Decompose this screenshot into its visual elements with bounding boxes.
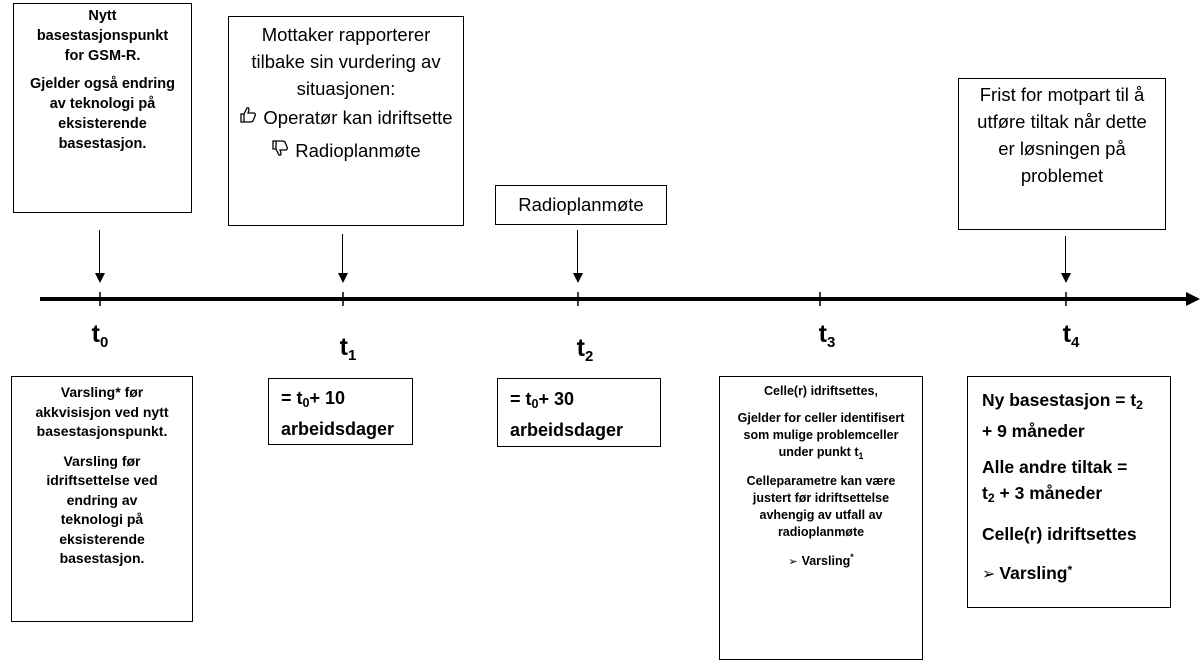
bottom-box-t4-p1: Ny basestasjon = t2 + 9 måneder — [982, 387, 1156, 444]
label-t0-main: t — [91, 320, 100, 348]
t4-p1b: + 9 måneder — [982, 421, 1085, 441]
top-box-t2-line1: Radioplanmøte — [518, 194, 644, 215]
bottom-box-t2: = t0+ 30 arbeidsdager — [497, 378, 661, 447]
t4-p2-sub: 2 — [987, 491, 995, 505]
t4-p2b: t — [982, 483, 988, 503]
arrowhead-t1 — [338, 273, 348, 283]
label-t2-sub: 2 — [584, 348, 594, 365]
t1-suffix: + 10 — [309, 388, 346, 408]
bottom-box-t4-p2: Alle andre tiltak = t2 + 3 måneder — [982, 454, 1156, 511]
t2-prefix: = t — [510, 389, 532, 409]
label-t3-main: t — [818, 320, 827, 348]
bottom-box-t2-line2: arbeidsdager — [510, 420, 624, 440]
arrowhead-t2 — [573, 273, 583, 283]
t2-sub: 0 — [531, 397, 539, 411]
top-box-t1-line1: Mottaker rapporterer tilbake sin vurderi… — [251, 24, 441, 99]
option-up-label: Operatør kan idriftsette — [263, 107, 453, 128]
top-box-t1-option-up: Operatør kan idriftsette — [235, 104, 457, 133]
arrow-bullet-icon: ➢ — [982, 566, 996, 583]
label-t1-main: t — [339, 333, 348, 361]
label-t2: t2 — [555, 334, 615, 365]
t4-p4-text: Varsling — [999, 563, 1068, 583]
t3-p4-sup: * — [850, 552, 854, 562]
bottom-box-t3: Celle(r) idriftsettes, Gjelder for celle… — [719, 376, 923, 660]
top-box-t0: Nytt basestasjonspunkt for GSM-R. Gjelde… — [13, 3, 192, 213]
top-box-t1-option-down: Radioplanmøte — [235, 137, 457, 166]
bottom-box-t3-p3: Celleparametre kan være justert før idri… — [746, 474, 896, 539]
t1-prefix: = t — [281, 388, 303, 408]
t4-p2a: Alle andre tiltak = — [982, 457, 1128, 477]
top-box-t4-line1: Frist for motpart til å utføre tiltak nå… — [977, 84, 1147, 186]
top-box-t1: Mottaker rapporterer tilbake sin vurderi… — [228, 16, 464, 226]
option-down-label: Radioplanmøte — [295, 140, 421, 161]
label-t0: t0 — [70, 320, 130, 351]
label-t3: t3 — [797, 320, 857, 351]
timeline-arrowhead — [1186, 292, 1200, 306]
bottom-box-t3-p1: Celle(r) idriftsettes, — [764, 384, 878, 398]
t4-p2c: + 3 måneder — [994, 483, 1103, 503]
bottom-box-t1: = t0+ 10 arbeidsdager — [268, 378, 413, 445]
arrow-t0 — [99, 230, 100, 274]
t1-sub: 0 — [302, 396, 310, 410]
top-box-t0-line1: Nytt basestasjonspunkt for GSM-R. — [36, 8, 169, 64]
arrow-bullet-icon: ➢ — [788, 556, 798, 568]
label-t0-sub: 0 — [99, 334, 109, 351]
bottom-box-t0-p2: Varsling før idriftsettelse ved endring … — [46, 452, 158, 567]
arrow-t4 — [1065, 236, 1066, 274]
bottom-box-t1-line1: = t0+ 10 — [281, 385, 400, 416]
thumbs-down-icon — [271, 139, 289, 166]
top-box-t0-line2: Gjelder også endring av teknologi på eks… — [29, 76, 176, 152]
label-t2-main: t — [576, 334, 585, 362]
t4-p1-sub: 2 — [1136, 398, 1143, 412]
bottom-box-t2-line1: = t0+ 30 — [510, 386, 648, 417]
bottom-box-t4: Ny basestasjon = t2+ 9 måneder Alle andr… — [967, 376, 1171, 608]
bottom-box-t4-p3: Celle(r) idriftsettes — [982, 524, 1137, 544]
t4-p4-sup: * — [1067, 563, 1073, 577]
label-t1: t1 — [318, 333, 378, 364]
bottom-box-t1-line2: arbeidsdager — [281, 419, 395, 439]
label-t1-sub: 1 — [347, 347, 357, 364]
arrowhead-t4 — [1061, 273, 1071, 283]
arrow-t1 — [342, 234, 343, 274]
bottom-box-t0-p1: Varsling* før akkvisisjon ved nytt bases… — [35, 384, 169, 439]
top-box-t4: Frist for motpart til å utføre tiltak nå… — [958, 78, 1166, 230]
label-t4-sub: 4 — [1070, 334, 1080, 351]
t3-p2-sub: 1 — [858, 451, 864, 461]
t2-suffix: + 30 — [538, 389, 575, 409]
label-t3-sub: 3 — [826, 334, 836, 351]
bottom-box-t3-p4: ➢Varsling* — [734, 549, 908, 571]
top-box-t2: Radioplanmøte — [495, 185, 667, 225]
label-t4: t4 — [1041, 320, 1101, 351]
thumbs-up-icon — [239, 106, 257, 133]
bottom-box-t3-p2: Gjelder for celler identifisert som muli… — [734, 410, 908, 465]
t3-p2-text: Gjelder for celler identifisert som muli… — [737, 411, 905, 459]
arrowhead-t0 — [95, 273, 105, 283]
bottom-box-t4-p4: ➢Varsling* — [982, 557, 1156, 588]
label-t4-main: t — [1062, 320, 1071, 348]
t3-p4-text: Varsling — [801, 554, 851, 568]
t4-p1a: Ny basestasjon = t — [982, 390, 1137, 410]
arrow-t2 — [577, 230, 578, 274]
bottom-box-t0: Varsling* før akkvisisjon ved nytt bases… — [11, 376, 193, 622]
